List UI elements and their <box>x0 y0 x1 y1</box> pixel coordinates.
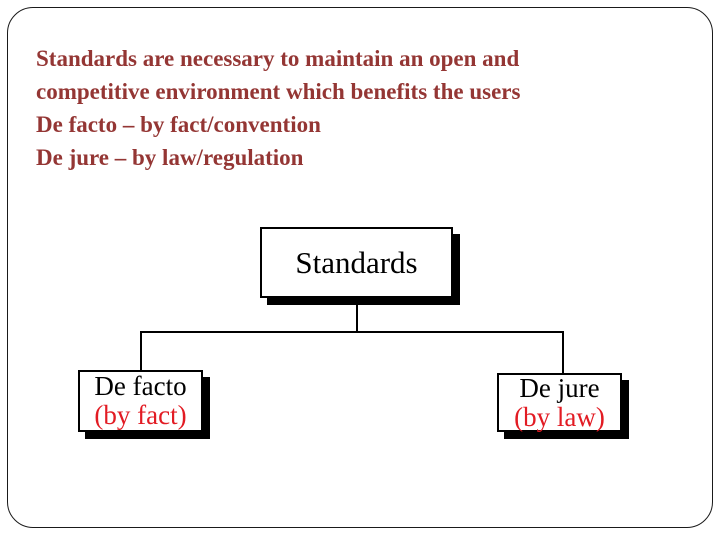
de-facto-box: De facto (by fact) <box>78 370 203 432</box>
standards-box: Standards <box>260 227 453 298</box>
connector-left-drop <box>140 331 142 370</box>
intro-text-block: Standards are necessary to maintain an o… <box>36 42 676 174</box>
intro-line: De jure – by law/regulation <box>36 145 304 170</box>
standards-box-label: Standards <box>295 244 418 280</box>
intro-line: De facto – by fact/convention <box>36 112 321 137</box>
slide-rounded-border <box>7 7 713 528</box>
de-jure-box: De jure (by law) <box>497 373 622 432</box>
intro-line: Standards are necessary to maintain an o… <box>36 46 520 71</box>
de-facto-label: De facto <box>94 371 187 401</box>
connector-crossbar <box>140 331 564 333</box>
de-facto-sublabel: (by fact) <box>94 400 187 430</box>
de-jure-label: De jure <box>519 372 600 403</box>
intro-line: competitive environment which benefits t… <box>36 79 521 104</box>
de-jure-sublabel: (by law) <box>514 401 605 432</box>
connector-root-stem <box>356 300 358 333</box>
connector-right-drop <box>562 331 564 373</box>
